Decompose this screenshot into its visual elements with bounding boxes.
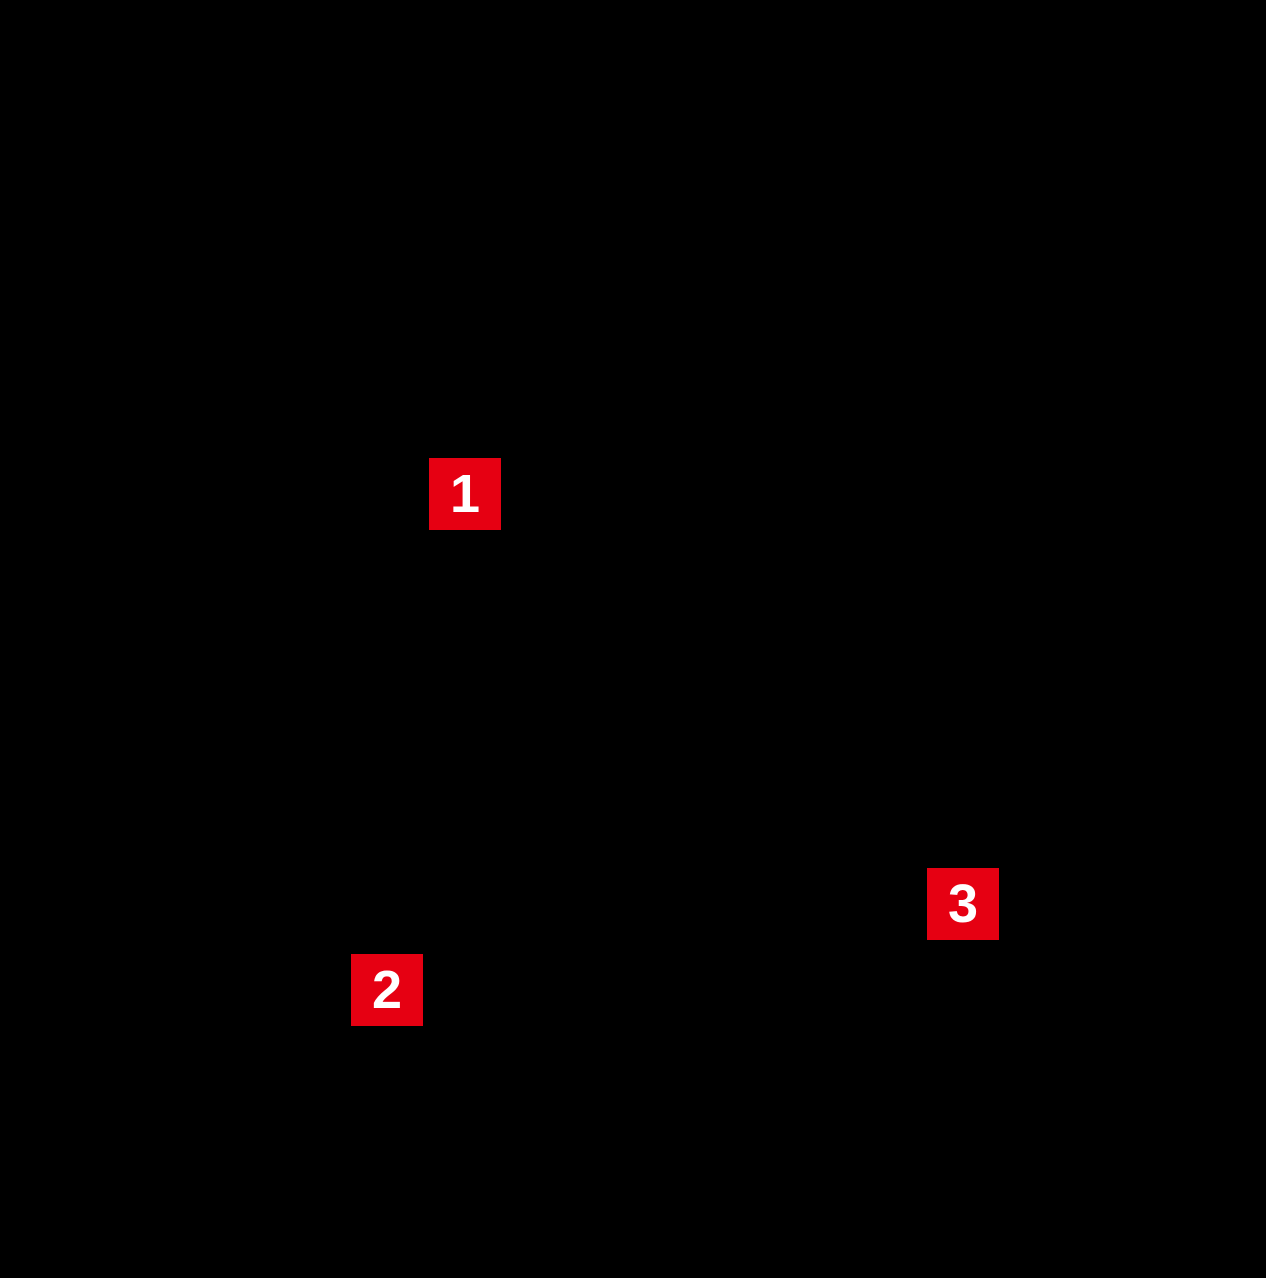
marker-1: 1 bbox=[429, 458, 501, 530]
marker-3: 3 bbox=[927, 868, 999, 940]
marker-2: 2 bbox=[351, 954, 423, 1026]
